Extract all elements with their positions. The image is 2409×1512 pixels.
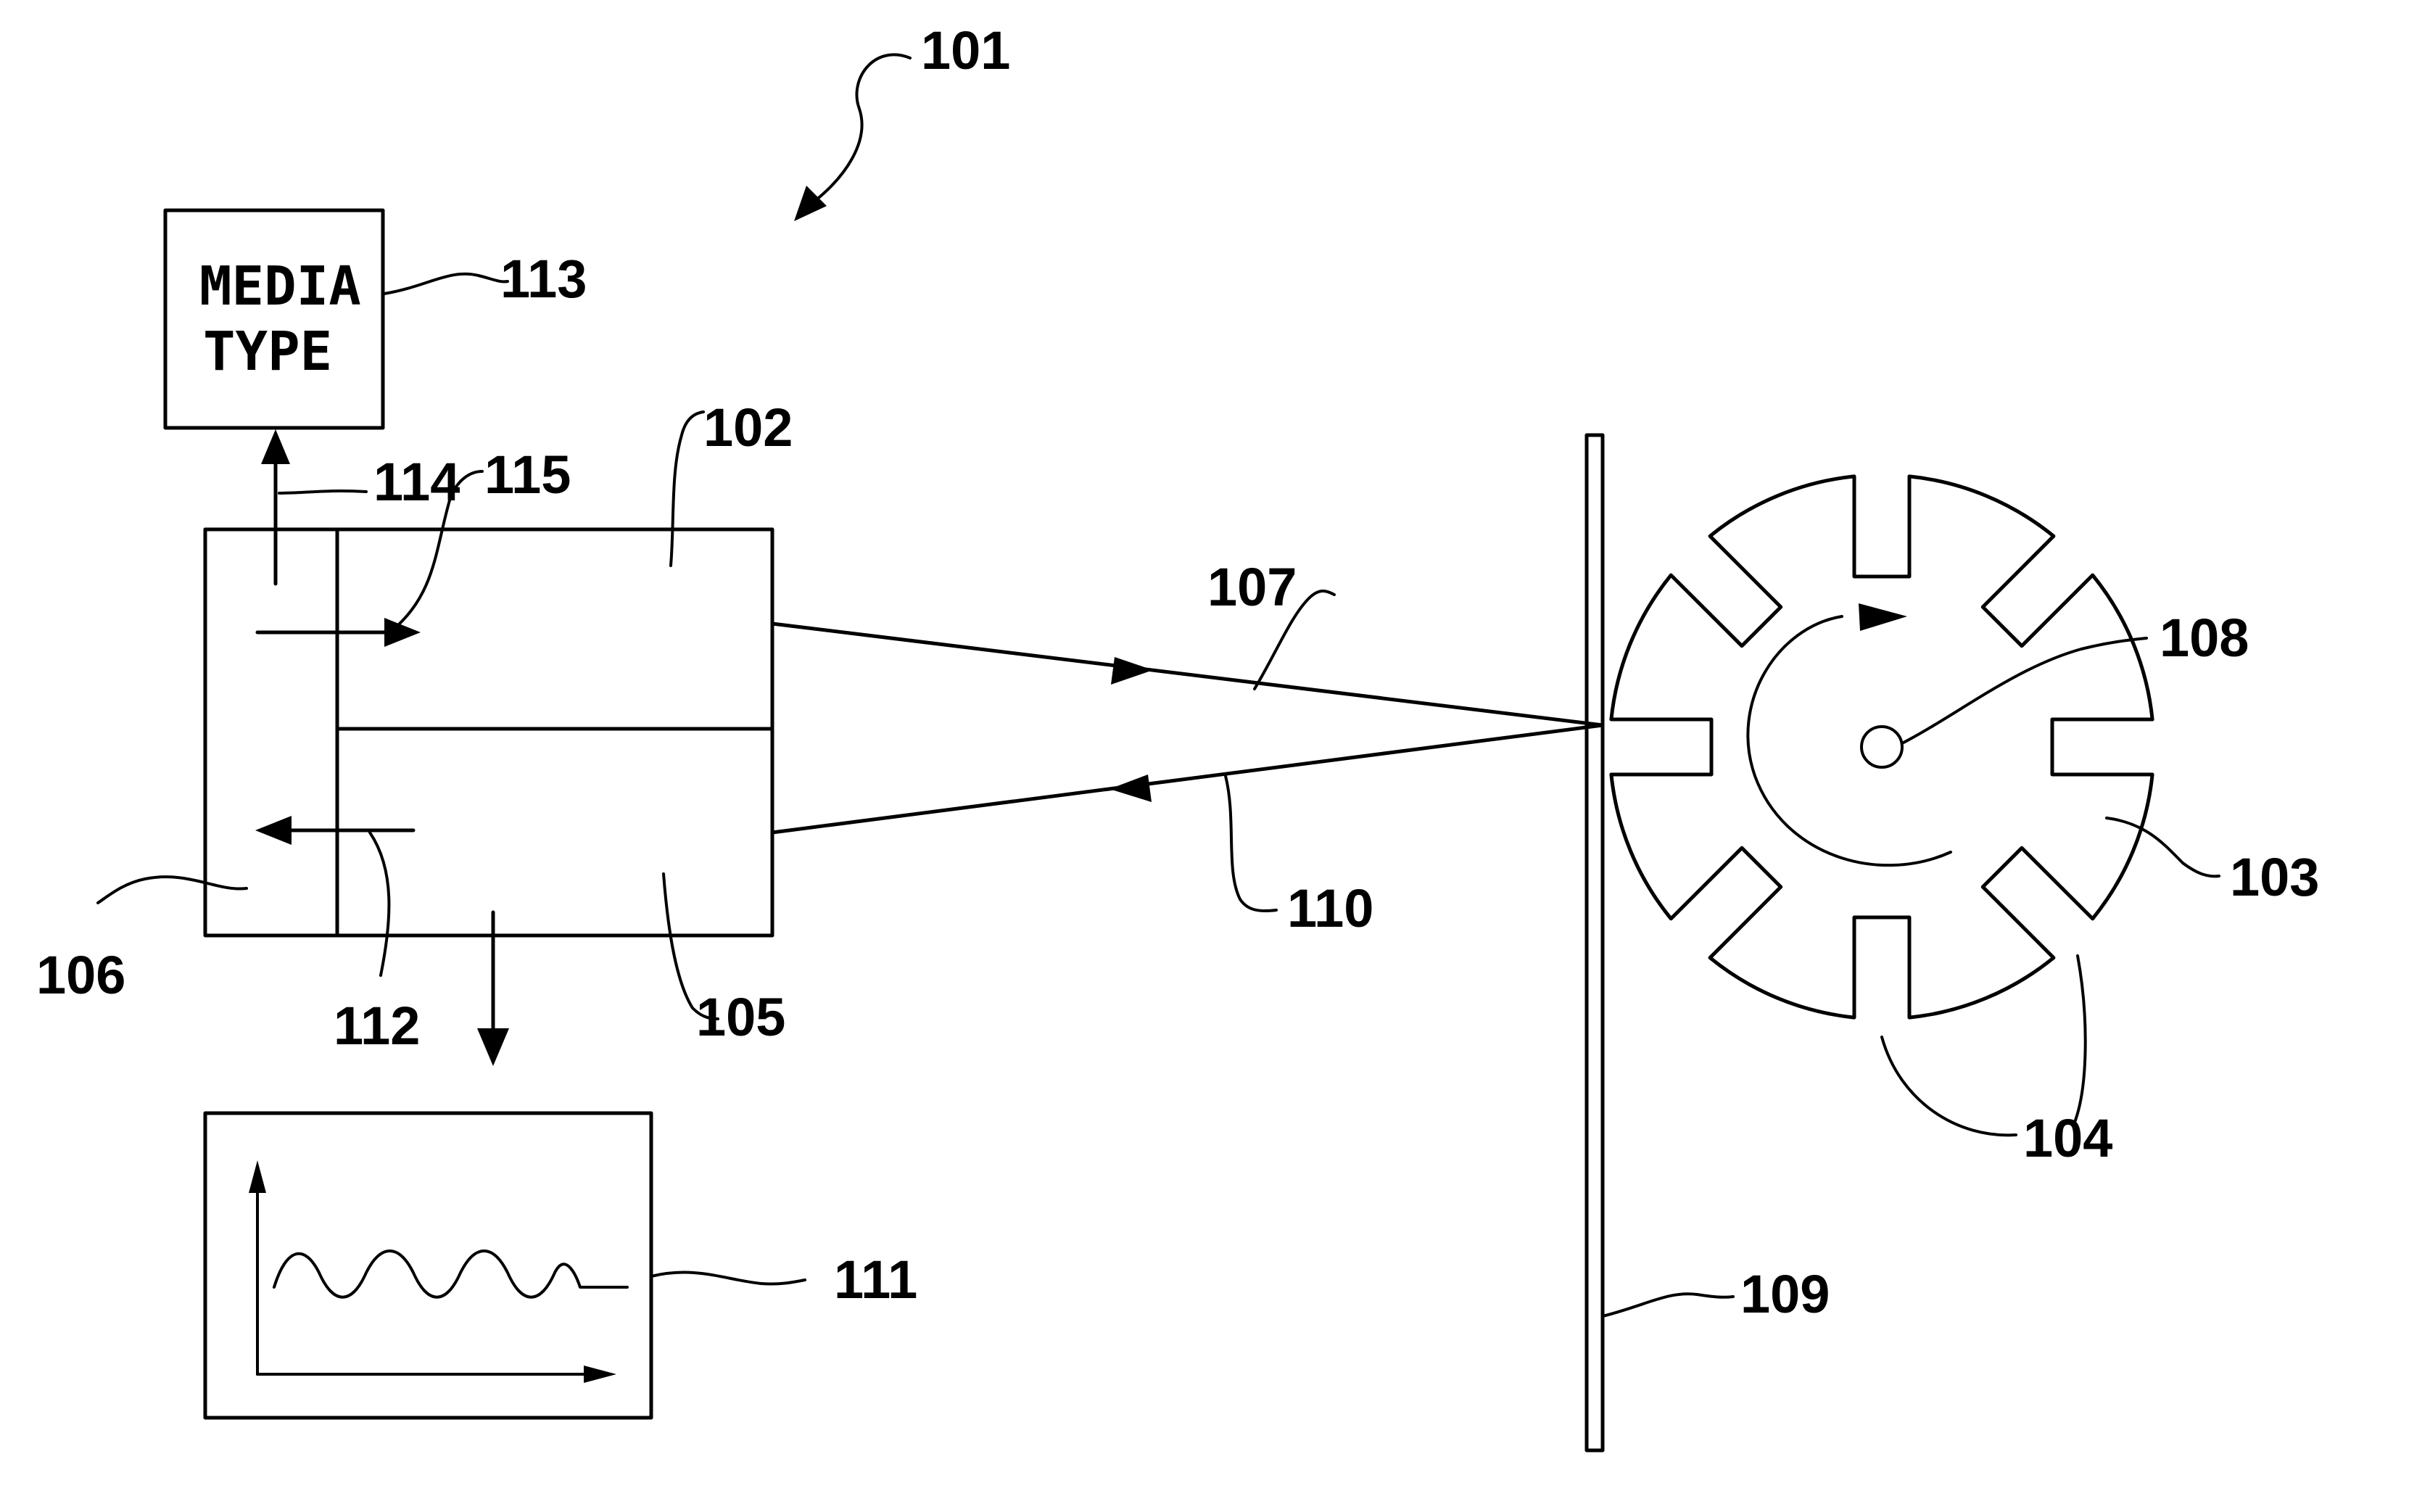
rotation-arrowhead	[1859, 603, 1907, 631]
label-105: 105	[696, 987, 785, 1047]
label-113: 113	[500, 249, 587, 309]
leader-104-a	[1882, 1037, 2016, 1135]
label-111: 111	[834, 1249, 917, 1310]
reflected-beam	[772, 725, 1603, 833]
rotation-arc	[1748, 616, 1951, 865]
label-106: 106	[36, 945, 125, 1005]
waveform-y-arrowhead	[249, 1160, 266, 1193]
signal-arrowhead	[255, 816, 292, 845]
leader-110	[1226, 776, 1276, 911]
waveform-x-arrowhead	[584, 1366, 616, 1383]
label-114: 114	[373, 452, 460, 512]
beams: 107 110	[772, 557, 1603, 938]
leader-106	[98, 877, 247, 903]
media-type-line2: TYPE	[203, 321, 332, 383]
label-107: 107	[1207, 557, 1297, 617]
output-arrowhead	[261, 429, 290, 464]
leader-112	[370, 833, 389, 975]
waveform-trace	[274, 1251, 627, 1297]
label-110: 110	[1287, 878, 1373, 938]
media-strip-frame	[1587, 435, 1603, 1450]
emitted-beam-arrowhead	[1111, 657, 1153, 685]
waveform-feed-arrowhead	[477, 1028, 509, 1066]
reflected-beam-arrowhead	[1110, 774, 1152, 802]
leader-101	[812, 54, 910, 203]
label-101: 101	[921, 20, 1010, 80]
leader-114	[279, 491, 366, 493]
processor-frame	[205, 529, 337, 935]
sensor-frame	[337, 529, 772, 935]
media-type-line1: MEDIA	[199, 255, 361, 318]
label-109: 109	[1740, 1264, 1830, 1324]
disk-outline	[1611, 476, 2152, 1017]
label-103: 103	[2230, 847, 2319, 907]
label-104: 104	[2023, 1108, 2112, 1168]
leader-109	[1603, 1294, 1733, 1316]
label-115: 115	[484, 445, 571, 505]
label-102: 102	[703, 397, 793, 458]
label-108: 108	[2160, 608, 2249, 668]
leader-103	[2107, 818, 2219, 876]
media-type-frame	[165, 210, 383, 428]
slotted-disk: 108 103 104	[1611, 476, 2320, 1168]
leader-104-b	[2074, 956, 2086, 1124]
waveform-display: 111	[205, 1113, 917, 1418]
leader-113	[384, 274, 508, 294]
label-112: 112	[334, 996, 420, 1056]
leader-108	[1902, 638, 2146, 743]
media-strip: 109	[1587, 435, 1830, 1450]
arrowhead-101	[794, 186, 827, 221]
output-arrow: 114	[261, 429, 460, 584]
media-type-box: MEDIA TYPE 113	[165, 210, 587, 428]
system-reference: 101	[794, 20, 1010, 221]
leader-102	[671, 412, 703, 566]
emitted-beam	[772, 624, 1603, 725]
axis-circle	[1862, 727, 1902, 767]
leader-111	[651, 1273, 805, 1284]
